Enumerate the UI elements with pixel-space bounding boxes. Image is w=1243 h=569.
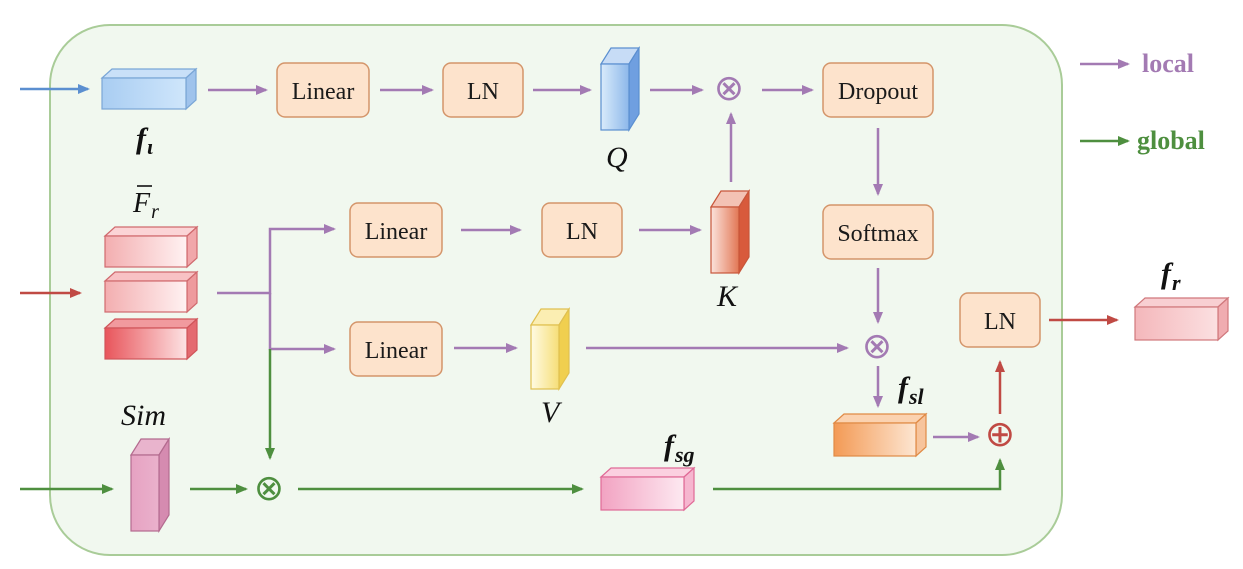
f-r-bar-slice-3 [103, 317, 199, 361]
linear-v-label: Linear [365, 338, 428, 364]
f-r-bar-slice-2 [103, 270, 199, 314]
legend-global-label: global [1137, 126, 1205, 155]
ln-q-label: LN [467, 79, 499, 105]
f-local-tensor [100, 67, 198, 111]
legend-local-label: local [1142, 49, 1194, 78]
f-sl-tensor [832, 412, 928, 458]
q-tensor [599, 45, 641, 133]
linear-q-label: Linear [292, 79, 355, 105]
linear-k-block: Linear [349, 202, 443, 258]
f-sg-tensor [599, 466, 696, 512]
f-r-bar-slice-1 [103, 225, 199, 269]
branch-fr-trunk [217, 224, 336, 295]
local-connections [208, 85, 980, 442]
f-r-bar-label: Fr [132, 188, 159, 223]
multiply-qk-operator: ⊗ [714, 68, 744, 108]
v-label: V [541, 396, 563, 429]
k-tensor [709, 188, 751, 276]
ln-k-block: LN [541, 202, 623, 258]
multiply-attn-v-operator: ⊗ [862, 326, 892, 366]
ln-out-block: LN [959, 292, 1041, 348]
multiply-sim-operator: ⊗ [254, 468, 284, 508]
ln-q-block: LN [442, 62, 524, 118]
linear-k-label: Linear [365, 219, 428, 245]
softmax-block: Softmax [822, 204, 934, 260]
v-tensor [529, 306, 571, 392]
arrow-fsg-to-add [713, 458, 1005, 491]
io-connections [20, 84, 1119, 414]
f-r-output-tensor [1133, 296, 1230, 342]
dropout-block: Dropout [822, 62, 934, 118]
ln-k-label: LN [566, 219, 598, 245]
add-operator: ⊕ [985, 414, 1015, 454]
f-sl-label: fsl [898, 371, 925, 409]
ln-out-label: LN [984, 309, 1016, 335]
softmax-label: Softmax [837, 221, 918, 247]
k-label: K [716, 280, 739, 313]
f-r-bar-tensor-stack [103, 225, 199, 361]
linear-v-block: Linear [349, 321, 443, 377]
q-label: Q [606, 141, 628, 174]
f-r-label: fr [1161, 257, 1181, 295]
linear-q-block: Linear [276, 62, 370, 118]
sim-label: Sim [121, 399, 166, 432]
dropout-label: Dropout [838, 79, 918, 105]
module-panel [49, 24, 1063, 556]
f-local-label: fι [136, 122, 153, 159]
sim-tensor [129, 436, 171, 534]
legend: local global [1080, 49, 1205, 155]
f-sg-label: fsg [664, 429, 695, 467]
global-connections [20, 349, 1005, 494]
